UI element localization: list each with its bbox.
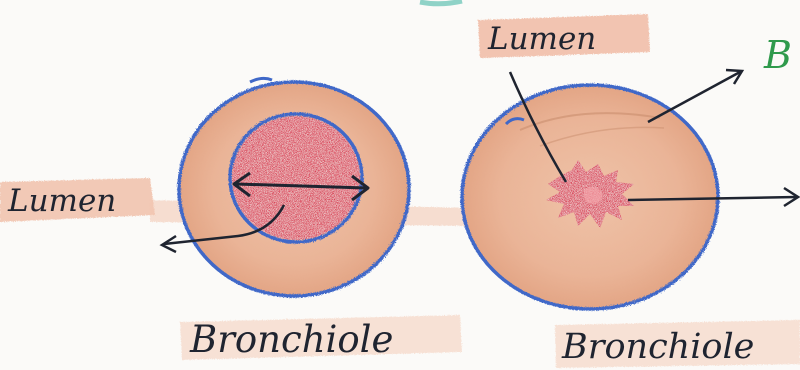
left-lumen-label: Lumen: [7, 183, 116, 219]
right-bronchiole: [462, 70, 798, 309]
left-caption: Bronchiole: [189, 318, 393, 361]
teal-smudge: [420, 1, 462, 4]
right-caption: Bronchiole: [561, 327, 754, 367]
right-lumen-label: Lumen: [487, 21, 596, 57]
right-edge-letter: B: [763, 33, 792, 77]
left-lumen: [232, 116, 360, 240]
wall-pointer-arrow: [648, 72, 740, 122]
left-outline-overlap: [250, 78, 272, 82]
left-bronchiole: [162, 78, 409, 296]
